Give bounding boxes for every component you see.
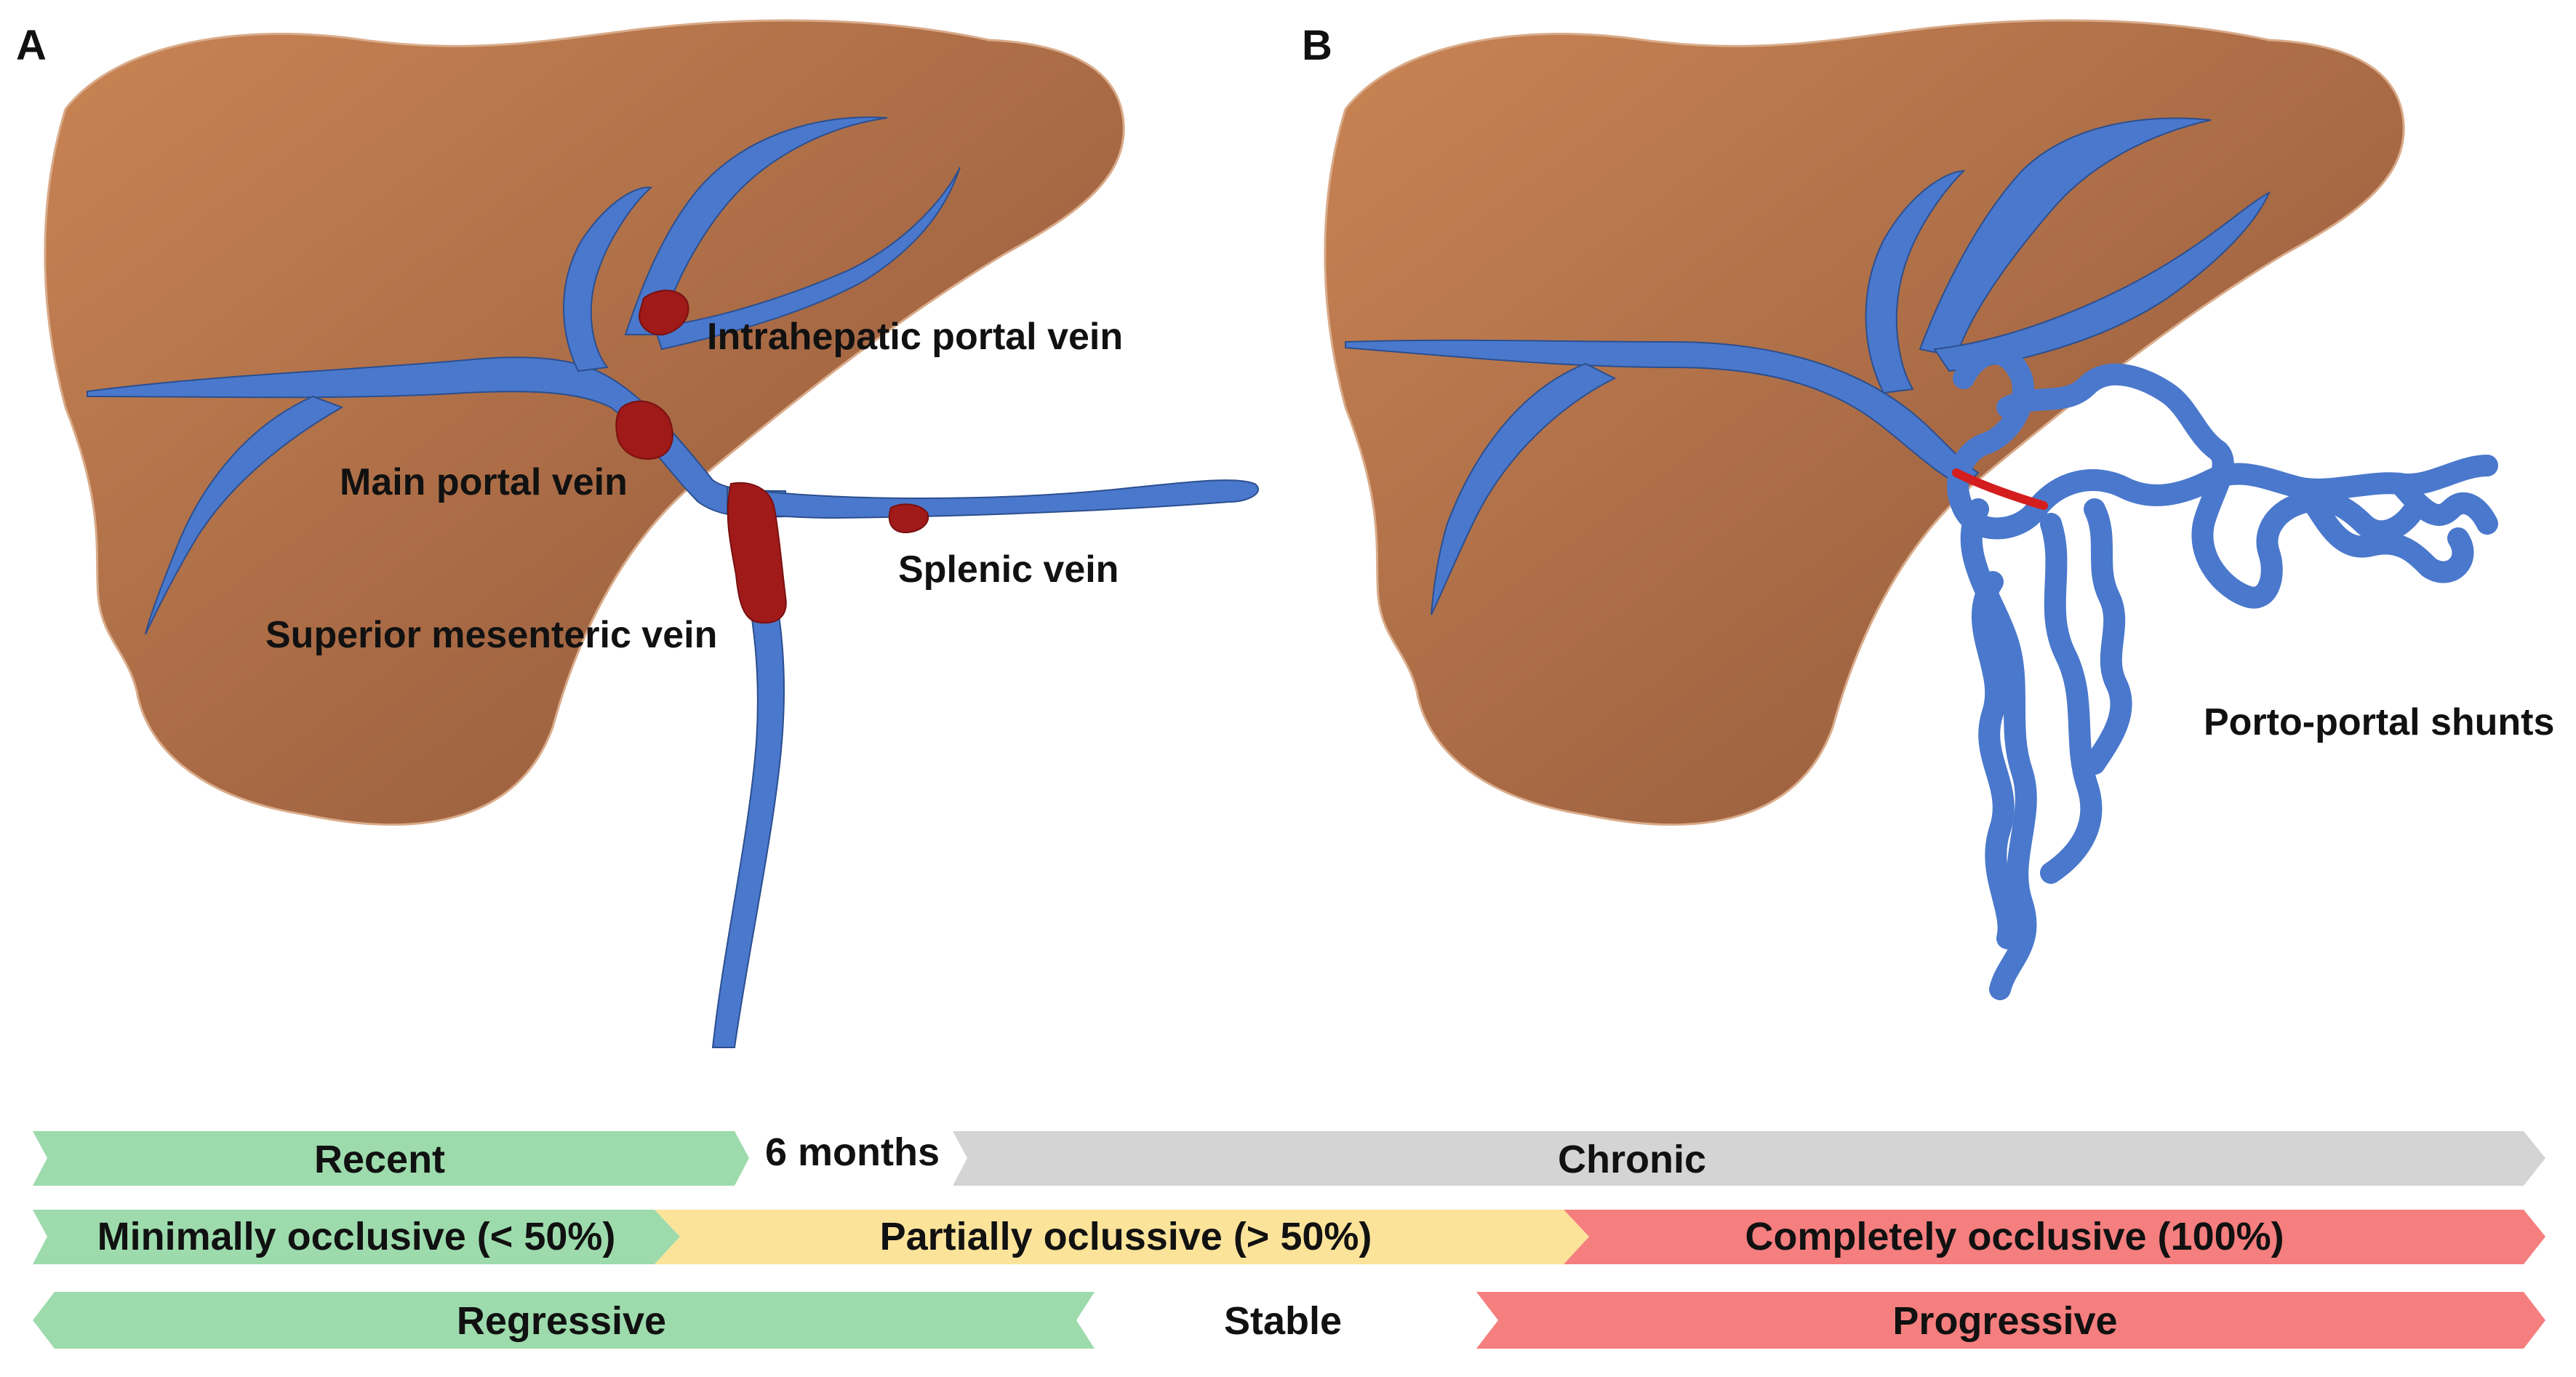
- label-recent: Recent: [314, 1138, 445, 1181]
- label-regressive: Regressive: [457, 1299, 666, 1343]
- panel-a-letter: A: [16, 22, 47, 69]
- portal-venous-tree: [87, 116, 1260, 1048]
- liver-a: [44, 19, 1125, 826]
- label-intrahepatic-portal-vein: Intrahepatic portal vein: [707, 316, 1123, 358]
- thrombus-intrahepatic: [639, 290, 689, 336]
- timeline: Recent 6 months Chronic Minimally occlus…: [33, 1130, 2545, 1349]
- timeline-row-2: Minimally occlusive (< 50%) Partially oc…: [33, 1210, 2545, 1264]
- label-minimally-occlusive: Minimally occlusive (< 50%): [97, 1215, 616, 1258]
- label-superior-mesenteric-vein: Superior mesenteric vein: [265, 614, 717, 656]
- label-completely-occlusive: Completely occlusive (100%): [1745, 1215, 2284, 1258]
- timeline-row-1: Recent 6 months Chronic: [33, 1130, 2545, 1186]
- arrow-progressive: [1476, 1292, 2545, 1349]
- panel-a: A Intrahepatic portal vein Main porta: [16, 19, 1260, 1048]
- label-progressive: Progressive: [1892, 1299, 2117, 1343]
- thrombus-superior-mesenteric: [727, 482, 787, 624]
- label-partially-occlusive: Partially oclussive (> 50%): [880, 1215, 1372, 1258]
- portal-venous-tree-b: [1345, 117, 2271, 615]
- panel-b: B Porto-portal shunts: [1302, 19, 2554, 1000]
- liver-b: [1324, 19, 2405, 826]
- panel-b-letter: B: [1302, 22, 1332, 69]
- label-splenic-vein: Splenic vein: [898, 548, 1119, 591]
- label-main-portal-vein: Main portal vein: [340, 461, 628, 503]
- thrombus-main-portal: [615, 400, 673, 460]
- porto-portal-shunts: [1947, 343, 2498, 1000]
- arrow-chronic: [953, 1131, 2545, 1186]
- label-chronic: Chronic: [1558, 1138, 1706, 1181]
- label-6-months: 6 months: [765, 1130, 940, 1174]
- residual-thrombus-b: [1952, 468, 2048, 510]
- arrow-recent: [33, 1131, 749, 1186]
- arrow-completely-occlusive: [1564, 1210, 2545, 1264]
- label-stable: Stable: [1224, 1299, 1342, 1343]
- thrombi-a: [615, 290, 929, 624]
- arrow-partially-occlusive: [655, 1210, 1589, 1264]
- thrombus-splenic: [888, 503, 929, 534]
- arrow-minimally-occlusive: [33, 1210, 680, 1264]
- timeline-row-3: Regressive Stable Progressive: [33, 1292, 2545, 1349]
- label-porto-portal-shunts: Porto-portal shunts: [2204, 701, 2554, 743]
- arrow-regressive: [33, 1292, 1095, 1349]
